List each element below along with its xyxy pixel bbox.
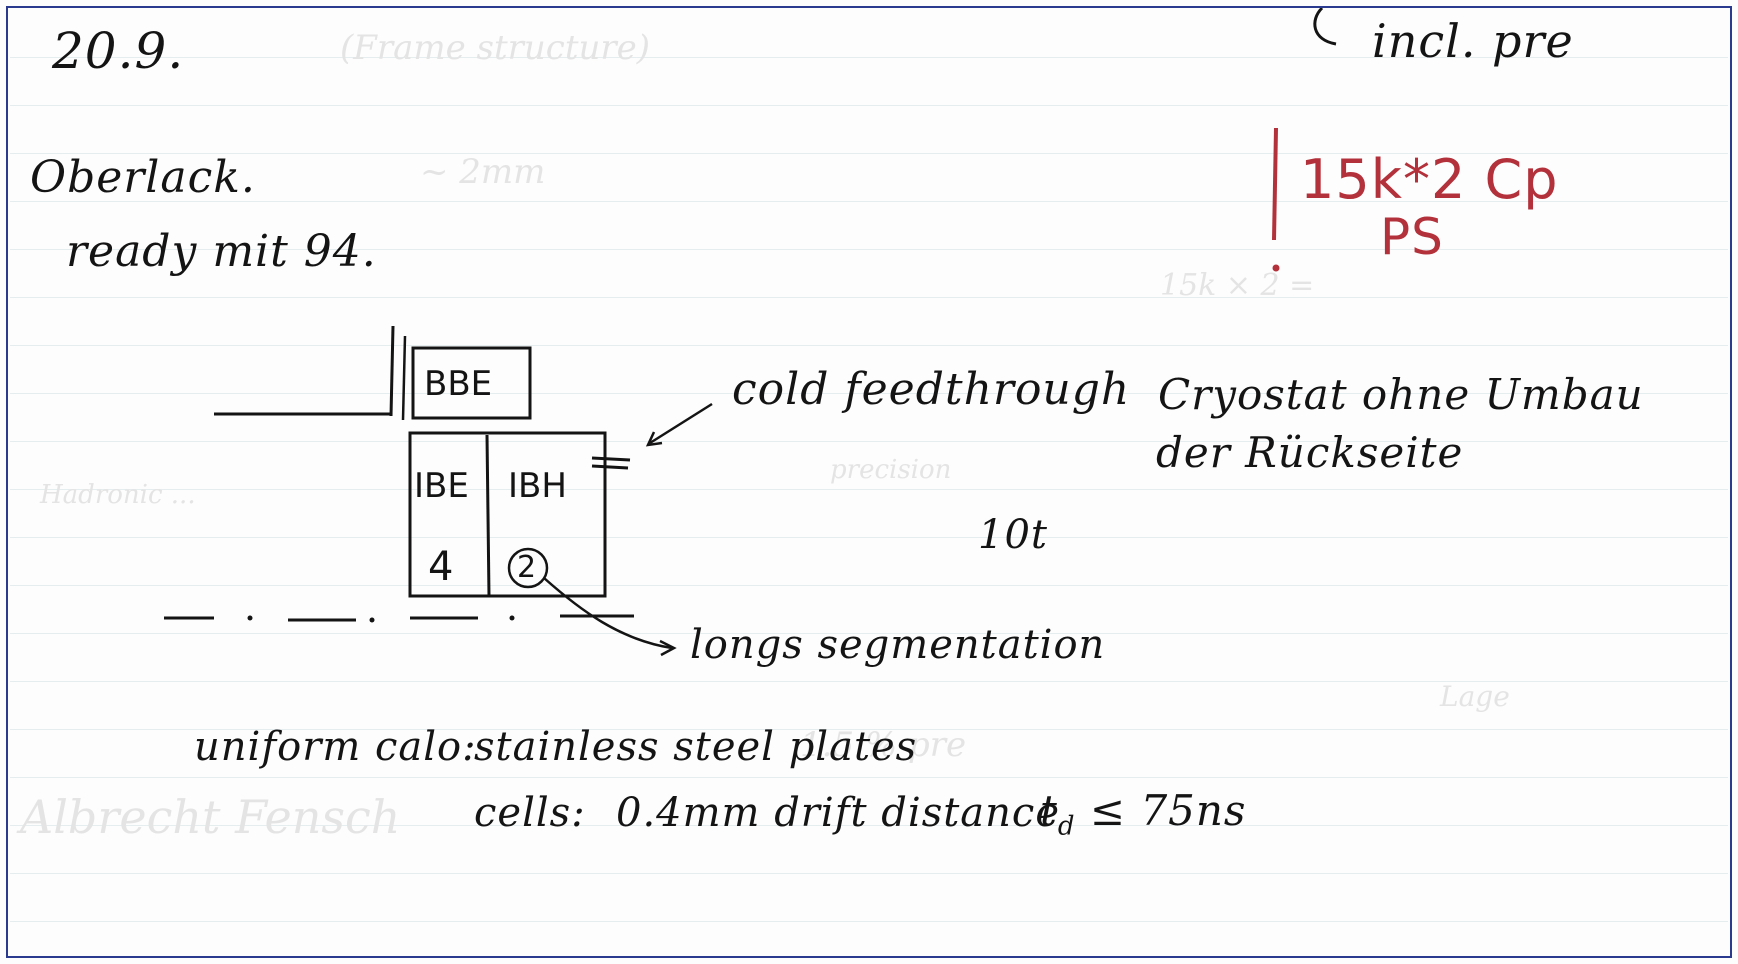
- bleed-through-text: 15k × 2 =: [1160, 268, 1315, 303]
- red-dot: [1272, 264, 1280, 272]
- wall-line-2: [401, 335, 407, 421]
- drift-time-value: ≤ 75ns: [1075, 786, 1247, 835]
- segmentation-arrowhead: [659, 639, 677, 657]
- cryostat-note-line2: der Rückseite: [1156, 428, 1464, 477]
- cells-label: cells:: [474, 790, 586, 836]
- feedthrough-arrow: [649, 402, 713, 445]
- ib-divider: [485, 434, 491, 597]
- ibe-label: IBE: [414, 466, 469, 506]
- ibe-value: 4: [428, 544, 454, 590]
- brace-stroke: [1313, 6, 1337, 46]
- cryostat-note-line1: Cryostat ohne Umbau: [1158, 370, 1644, 419]
- red-note-line1: 15k*2 Cp: [1300, 148, 1559, 211]
- bleed-through-text: Albrecht Fensch: [20, 790, 401, 844]
- bleed-through-text: precision: [830, 455, 952, 485]
- ibh-value: 2: [517, 550, 537, 585]
- heading: Oberlack.: [30, 152, 256, 203]
- ready-line: ready mit 94.: [66, 226, 377, 277]
- feedthrough-tick-2: [591, 464, 629, 470]
- bleed-through-text: Lage: [1440, 680, 1510, 713]
- calo-text: stainless steel plates: [474, 724, 918, 770]
- drift-time-symbol: t: [1040, 786, 1058, 835]
- drift-time-subscript: d: [1057, 811, 1076, 842]
- page-frame: [6, 6, 1732, 958]
- ruled-lines: [10, 10, 1728, 954]
- calo-label: uniform calo:: [194, 724, 477, 770]
- bbe-box: [411, 346, 532, 420]
- feedthrough-tick: [591, 456, 631, 462]
- red-note-line2: PS: [1380, 208, 1444, 266]
- red-bar: [1272, 127, 1278, 241]
- bleed-through-text: Hadronic ...: [40, 480, 196, 510]
- segmentation-annotation: longs segmentation: [690, 622, 1106, 668]
- date: 20.9.: [52, 22, 185, 80]
- ib-box: [408, 431, 607, 598]
- wall-line: [389, 325, 395, 417]
- bleed-through-text: (Frame structure): [340, 28, 651, 68]
- feedthrough-annotation: cold feedthrough: [732, 364, 1131, 415]
- base-dot-2: [369, 617, 375, 623]
- ibh-label: IBH: [508, 466, 567, 506]
- feedthrough-arrowhead: [645, 431, 663, 447]
- bbe-label: BBE: [424, 364, 493, 404]
- base-dot-3: [509, 615, 515, 621]
- bleed-through-text: ~ 2mm: [420, 152, 546, 192]
- segmentation-arrow: [543, 577, 673, 650]
- bleed-through-text: 1.5 % pre: [800, 725, 967, 765]
- weight-label: 10t: [978, 512, 1048, 558]
- base-dot: [247, 615, 253, 621]
- drift-time: td ≤ 75ns: [1040, 786, 1247, 841]
- brace-note: incl. pre: [1372, 14, 1574, 68]
- circled-value: [507, 547, 549, 589]
- cells-text: 0.4mm drift distance: [616, 790, 1060, 836]
